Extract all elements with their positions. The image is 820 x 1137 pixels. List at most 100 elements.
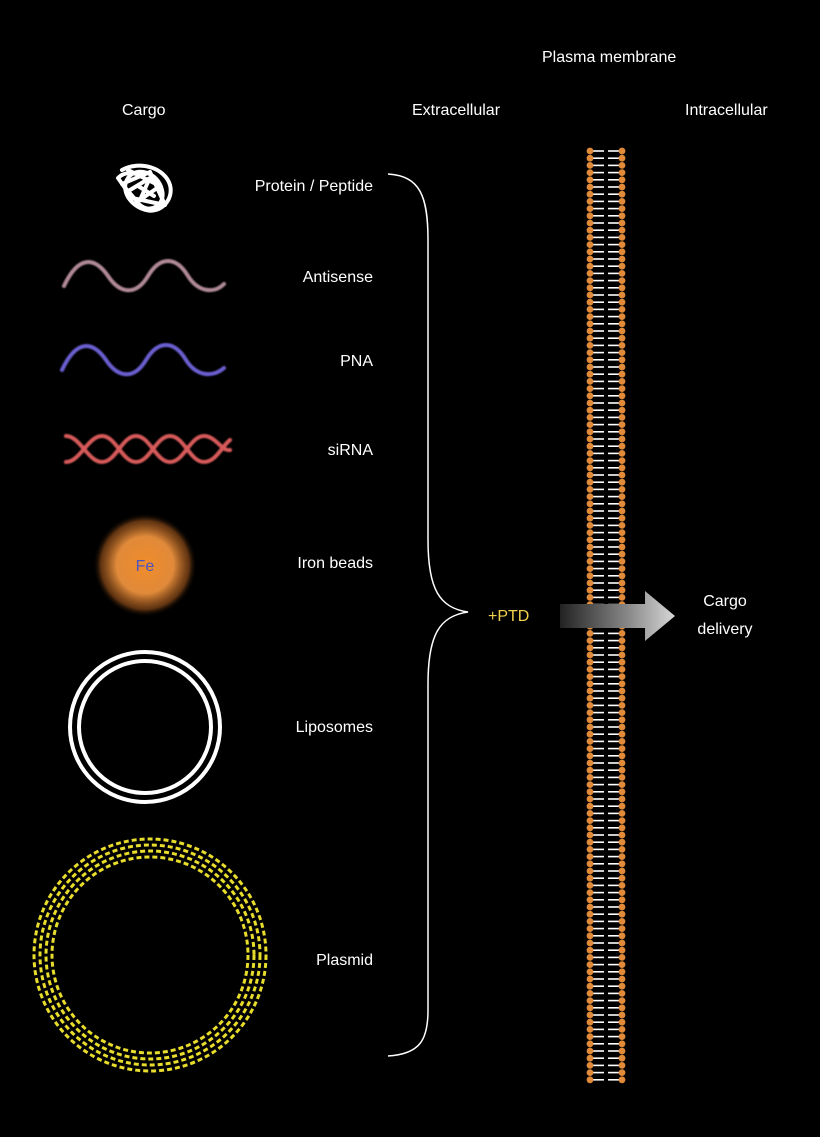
lipid-head: [586, 226, 594, 234]
lipid-head: [618, 572, 626, 580]
lipid-head: [618, 356, 626, 364]
lipid-head: [618, 399, 626, 407]
lipid-head: [586, 205, 594, 213]
lipid-head: [586, 370, 594, 378]
lipid-head: [618, 183, 626, 191]
lipid-head: [618, 709, 626, 716]
lipid-head: [586, 1018, 594, 1026]
lipid-head: [618, 378, 626, 385]
cargo-label-antisense: Antisense: [302, 269, 373, 286]
lipid-head: [586, 327, 594, 335]
lipid-head: [618, 154, 626, 162]
lipid-head: [618, 342, 626, 349]
lipid-head: [586, 1026, 594, 1033]
lipid-head: [618, 176, 626, 184]
lipid-head: [586, 1011, 594, 1019]
lipid-head: [618, 169, 626, 177]
lipid-head: [618, 831, 626, 839]
lipid-head: [586, 831, 594, 839]
intracellular-header: Intracellular: [685, 102, 768, 119]
cargo-label-sirna: siRNA: [327, 442, 373, 459]
lipid-head: [586, 572, 594, 580]
plasma-membrane: [586, 147, 626, 1084]
lipid-head: [618, 320, 626, 328]
lipid-head: [618, 586, 626, 594]
lipid-head: [586, 594, 594, 601]
lipid-head: [586, 514, 594, 522]
lipid-head: [586, 378, 594, 385]
lipid-head: [586, 1040, 594, 1048]
lipid-head: [586, 932, 594, 940]
cargo-label-iron-beads: Iron beads: [297, 555, 373, 572]
liposome-ring-icon: [68, 650, 222, 804]
lipid-head: [586, 234, 594, 241]
lipid-head: [618, 493, 626, 500]
lipid-head: [618, 385, 626, 392]
lipid-head: [586, 586, 594, 594]
lipid-head: [618, 788, 626, 796]
lipid-head: [618, 896, 626, 904]
lipid-head: [618, 478, 626, 486]
lipid-head: [586, 550, 594, 558]
lipid-head: [586, 262, 594, 270]
lipid-head: [586, 392, 594, 400]
lipid-head: [586, 414, 594, 421]
lipid-head: [586, 838, 594, 846]
lipid-head: [618, 507, 626, 515]
lipid-head: [586, 198, 594, 205]
lipid-head: [586, 558, 594, 565]
lipid-head: [618, 457, 626, 464]
lipid-head: [586, 968, 594, 976]
lipid-head: [618, 637, 626, 644]
lipid-head: [618, 421, 626, 428]
lipid-head: [618, 190, 626, 198]
lipid-head: [586, 745, 594, 752]
lipid-head: [618, 1004, 626, 1012]
lipid-head: [586, 464, 594, 472]
lipid-head: [586, 493, 594, 500]
lipid-head: [586, 903, 594, 911]
lipid-head: [586, 543, 594, 551]
lipid-head: [618, 277, 626, 284]
lipid-head: [618, 1076, 626, 1084]
lipid-head: [618, 1026, 626, 1033]
lipid-head: [618, 673, 626, 680]
lipid-head: [618, 450, 626, 457]
lipid-head: [618, 867, 626, 875]
lipid-head: [586, 320, 594, 328]
lipid-head: [586, 910, 594, 918]
lipid-head: [618, 529, 626, 536]
lipid-head: [618, 255, 626, 263]
lipid-head: [586, 342, 594, 349]
iron-bead-icon: Fe: [93, 513, 197, 617]
ptd-label: +PTD: [488, 608, 530, 625]
cargo-label-protein: Protein / Peptide: [254, 178, 373, 195]
protein-tangle-icon: [116, 163, 173, 213]
lipid-head: [618, 932, 626, 940]
lipid-head: [586, 255, 594, 263]
lipid-head: [586, 766, 594, 774]
lipid-head: [586, 190, 594, 198]
lipid-head: [618, 1054, 626, 1062]
lipid-head: [618, 723, 626, 731]
lipid-head: [586, 716, 594, 724]
lipid-head: [586, 241, 594, 249]
plasma-membrane-header: Plasma membrane: [542, 49, 677, 66]
lipid-head: [618, 428, 626, 436]
lipid-head: [586, 219, 594, 227]
lipid-head: [586, 889, 594, 896]
lipid-head: [618, 990, 626, 997]
lipid-head: [618, 716, 626, 724]
lipid-head: [586, 522, 594, 529]
lipid-head: [586, 385, 594, 392]
lipid-head: [586, 882, 594, 889]
cargo-label-liposomes: Liposomes: [295, 719, 373, 736]
lipid-head: [586, 565, 594, 572]
lipid-head: [618, 486, 626, 493]
lipid-head: [586, 918, 594, 925]
lipid-head: [586, 874, 594, 882]
lipid-head: [586, 630, 594, 637]
lipid-head: [586, 536, 594, 544]
lipid-head: [586, 421, 594, 428]
lipid-head: [586, 752, 594, 760]
